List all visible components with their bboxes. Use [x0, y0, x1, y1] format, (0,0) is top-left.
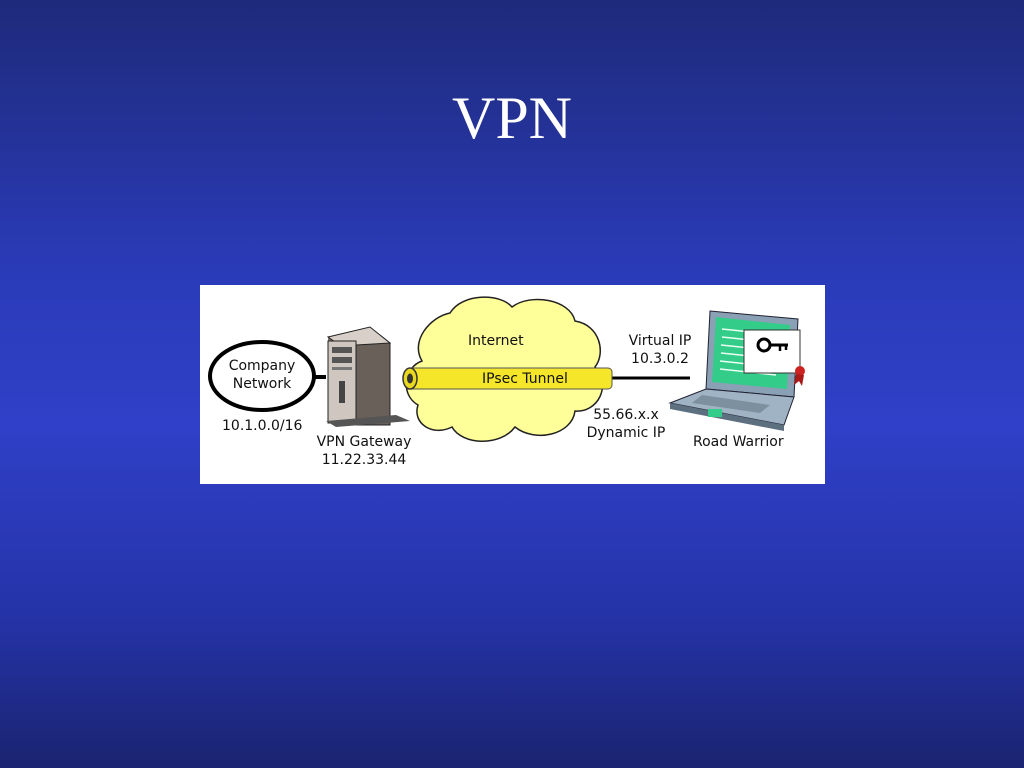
dynamic-ip-line1: 55.66.x.x: [593, 407, 659, 423]
server-icon: [326, 326, 410, 427]
company-network-line1: Company: [228, 358, 296, 374]
virtual-ip-line2: 10.3.0.2: [631, 351, 689, 367]
diagram-graphics: [208, 296, 805, 442]
slide-title: VPN: [451, 85, 573, 151]
company-network-line2: Network: [232, 376, 292, 392]
road-warrior-label: Road Warrior: [693, 434, 784, 450]
vpn-gateway-name: VPN Gateway: [316, 434, 412, 450]
dynamic-ip-line2: Dynamic IP: [586, 425, 666, 441]
certificate-icon: [743, 329, 805, 386]
company-subnet: 10.1.0.0/16: [222, 418, 303, 434]
dynamic-ip-label: 55.66.x.x Dynamic IP: [576, 406, 676, 442]
company-network-label: Company Network: [222, 357, 302, 393]
vpn-diagram: Company Network 10.1.0.0/16 VPN Gateway …: [200, 285, 825, 484]
virtual-ip-line1: Virtual IP: [628, 333, 692, 349]
internet-label: Internet: [468, 333, 524, 349]
virtual-ip-label: Virtual IP 10.3.0.2: [610, 332, 710, 368]
vpn-gateway-ip: 11.22.33.44: [321, 452, 407, 468]
ipsec-tunnel-label: IPsec Tunnel: [482, 371, 568, 387]
vpn-gateway-label: VPN Gateway 11.22.33.44: [304, 433, 424, 469]
